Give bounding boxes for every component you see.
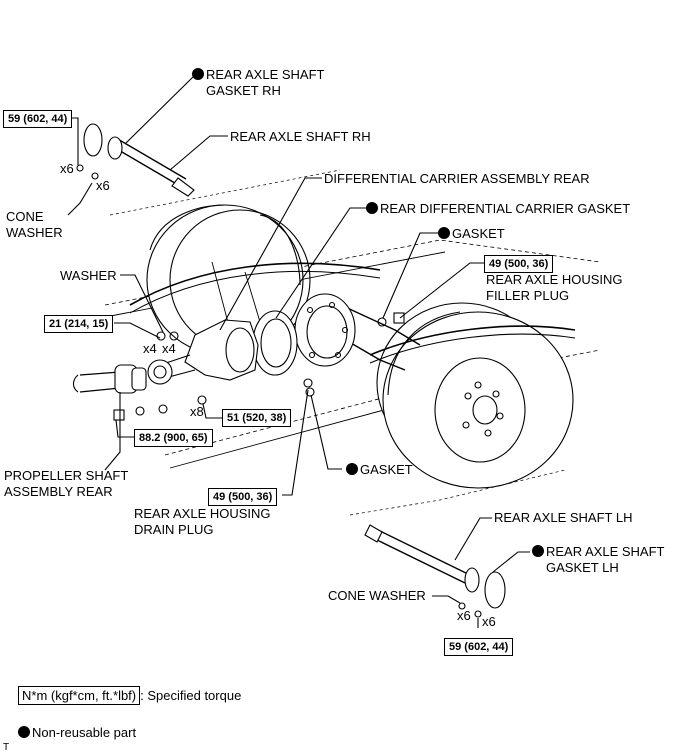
nonreusable-dot-icon [192, 68, 204, 80]
label-filler-plug-line1: REAR AXLE HOUSING [486, 272, 623, 287]
qty-x6-d: x6 [482, 614, 496, 629]
label-cone-washer-right: CONE WASHER [328, 588, 426, 603]
qty-x6-a: x6 [60, 161, 74, 176]
label-gasket-rh-line1: REAR AXLE SHAFT [206, 67, 325, 82]
torque-top-left: 59 (602, 44) [3, 110, 73, 128]
label-gasket-bottom: GASKET [346, 462, 413, 478]
legend-torque-text: : Specified torque [140, 688, 242, 703]
nonreusable-dot-icon [18, 726, 30, 738]
label-washer: WASHER [60, 268, 117, 283]
label-gasket-top: GASKET [438, 226, 505, 242]
label-gasket-top-text: GASKET [452, 226, 505, 241]
label-gasket-bottom-text: GASKET [360, 462, 413, 477]
legend-nonreusable-text: Non-reusable part [32, 725, 137, 740]
torque-filler-plug: 49 (500, 36) [484, 255, 554, 273]
label-propeller-line1: PROPELLER SHAFT [4, 468, 129, 483]
nonreusable-dot-icon [438, 227, 450, 239]
torque-bottom-right: 59 (602, 44) [444, 638, 514, 656]
qty-x4-b: x4 [162, 341, 176, 356]
qty-x8: x8 [190, 404, 204, 419]
legend-nonreusable: Non-reusable part [18, 725, 136, 741]
label-diff-gasket-text: REAR DIFFERENTIAL CARRIER GASKET [380, 201, 631, 216]
label-gasket-lh-line1: REAR AXLE SHAFT [546, 544, 665, 559]
torque-propeller: 88.2 (900, 65) [134, 429, 213, 447]
label-propeller-line2: ASSEMBLY REAR [4, 484, 113, 499]
label-drain-plug-line1: REAR AXLE HOUSING [134, 506, 271, 521]
torque-washer: 21 (214, 15) [44, 315, 114, 333]
legend-torque-unit: N*m (kgf*cm, ft.*lbf) [18, 686, 141, 705]
label-diff-carrier: DIFFERENTIAL CARRIER ASSEMBLY REAR [324, 171, 590, 186]
legend-torque: N*m (kgf*cm, ft.*lbf): Specified torque [18, 686, 242, 705]
nonreusable-dot-icon [346, 463, 358, 475]
qty-x4-a: x4 [143, 341, 157, 356]
label-filler-plug-line2: FILLER PLUG [486, 288, 570, 303]
label-drain-plug-line2: DRAIN PLUG [134, 522, 214, 537]
qty-x6-c: x6 [457, 608, 471, 623]
label-diff-gasket: REAR DIFFERENTIAL CARRIER GASKET [366, 201, 630, 217]
qty-x6-b: x6 [96, 178, 110, 193]
label-shaft-lh: REAR AXLE SHAFT LH [494, 510, 633, 525]
label-gasket-rh-line2: GASKET RH [206, 83, 281, 98]
torque-drain-plug: 49 (500, 36) [208, 488, 278, 506]
nonreusable-dot-icon [366, 202, 378, 214]
label-shaft-rh: REAR AXLE SHAFT RH [230, 129, 371, 144]
label-cone-washer-left-line1: CONE [6, 209, 44, 224]
label-cone-washer-left-line2: WASHER [6, 225, 63, 240]
torque-carrier: 51 (520, 38) [222, 409, 292, 427]
corner-mark: T [3, 742, 10, 753]
nonreusable-dot-icon [532, 545, 544, 557]
label-gasket-lh-line2: GASKET LH [546, 560, 619, 575]
